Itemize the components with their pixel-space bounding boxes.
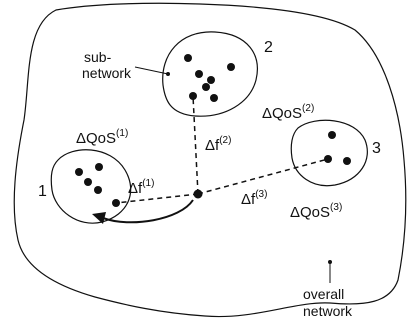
node — [195, 70, 203, 78]
central-node — [193, 189, 203, 199]
node — [328, 131, 336, 139]
subnetwork-3-nodes — [324, 131, 351, 165]
subnetwork-callout-line — [134, 66, 169, 75]
node — [95, 163, 103, 171]
subnetwork-callout-line1: sub- — [84, 49, 112, 65]
node — [202, 83, 210, 91]
node — [84, 178, 92, 186]
subnetwork-callout-dot — [166, 72, 170, 76]
overall-callout-line2: network — [303, 303, 353, 319]
subnetwork-2-boundary — [162, 31, 258, 117]
node — [94, 186, 102, 194]
subnetwork-3-number: 3 — [372, 140, 381, 157]
qos-label-3: ΔQoS(3) — [290, 202, 342, 221]
node — [112, 199, 120, 207]
overall-network-boundary — [13, 2, 407, 318]
link-central-to-subnetwork-2 — [192, 95, 199, 195]
node — [324, 155, 332, 163]
subnetwork-callout-line2: network — [82, 65, 132, 81]
flow-label-2: Δf(2) — [205, 135, 231, 154]
link-central-to-subnetwork-1 — [115, 193, 199, 204]
subnetwork-2-number: 2 — [264, 39, 273, 56]
flow-arrow — [102, 199, 194, 224]
node — [210, 94, 218, 102]
subnetwork-1-boundary — [50, 149, 132, 224]
flow-label-1: Δf(1) — [128, 178, 154, 197]
node — [75, 168, 83, 176]
subnetwork-3-boundary — [290, 119, 368, 187]
subnetwork-1-nodes — [75, 163, 120, 207]
node — [343, 157, 351, 165]
node — [189, 92, 197, 100]
qos-label-1: ΔQoS(1) — [76, 128, 128, 147]
link-central-to-subnetwork-3 — [197, 158, 329, 195]
overall-callout-line1: overall — [303, 286, 344, 302]
subnetwork-1-number: 1 — [38, 183, 47, 200]
overall-callout-dot — [328, 260, 332, 264]
subnetwork-2-nodes — [184, 54, 235, 102]
node — [184, 54, 192, 62]
qos-label-2: ΔQoS(2) — [262, 103, 314, 122]
flow-arrow-head — [92, 212, 106, 224]
flow-label-3: Δf(3) — [241, 189, 267, 208]
node — [227, 63, 235, 71]
node — [207, 76, 215, 84]
